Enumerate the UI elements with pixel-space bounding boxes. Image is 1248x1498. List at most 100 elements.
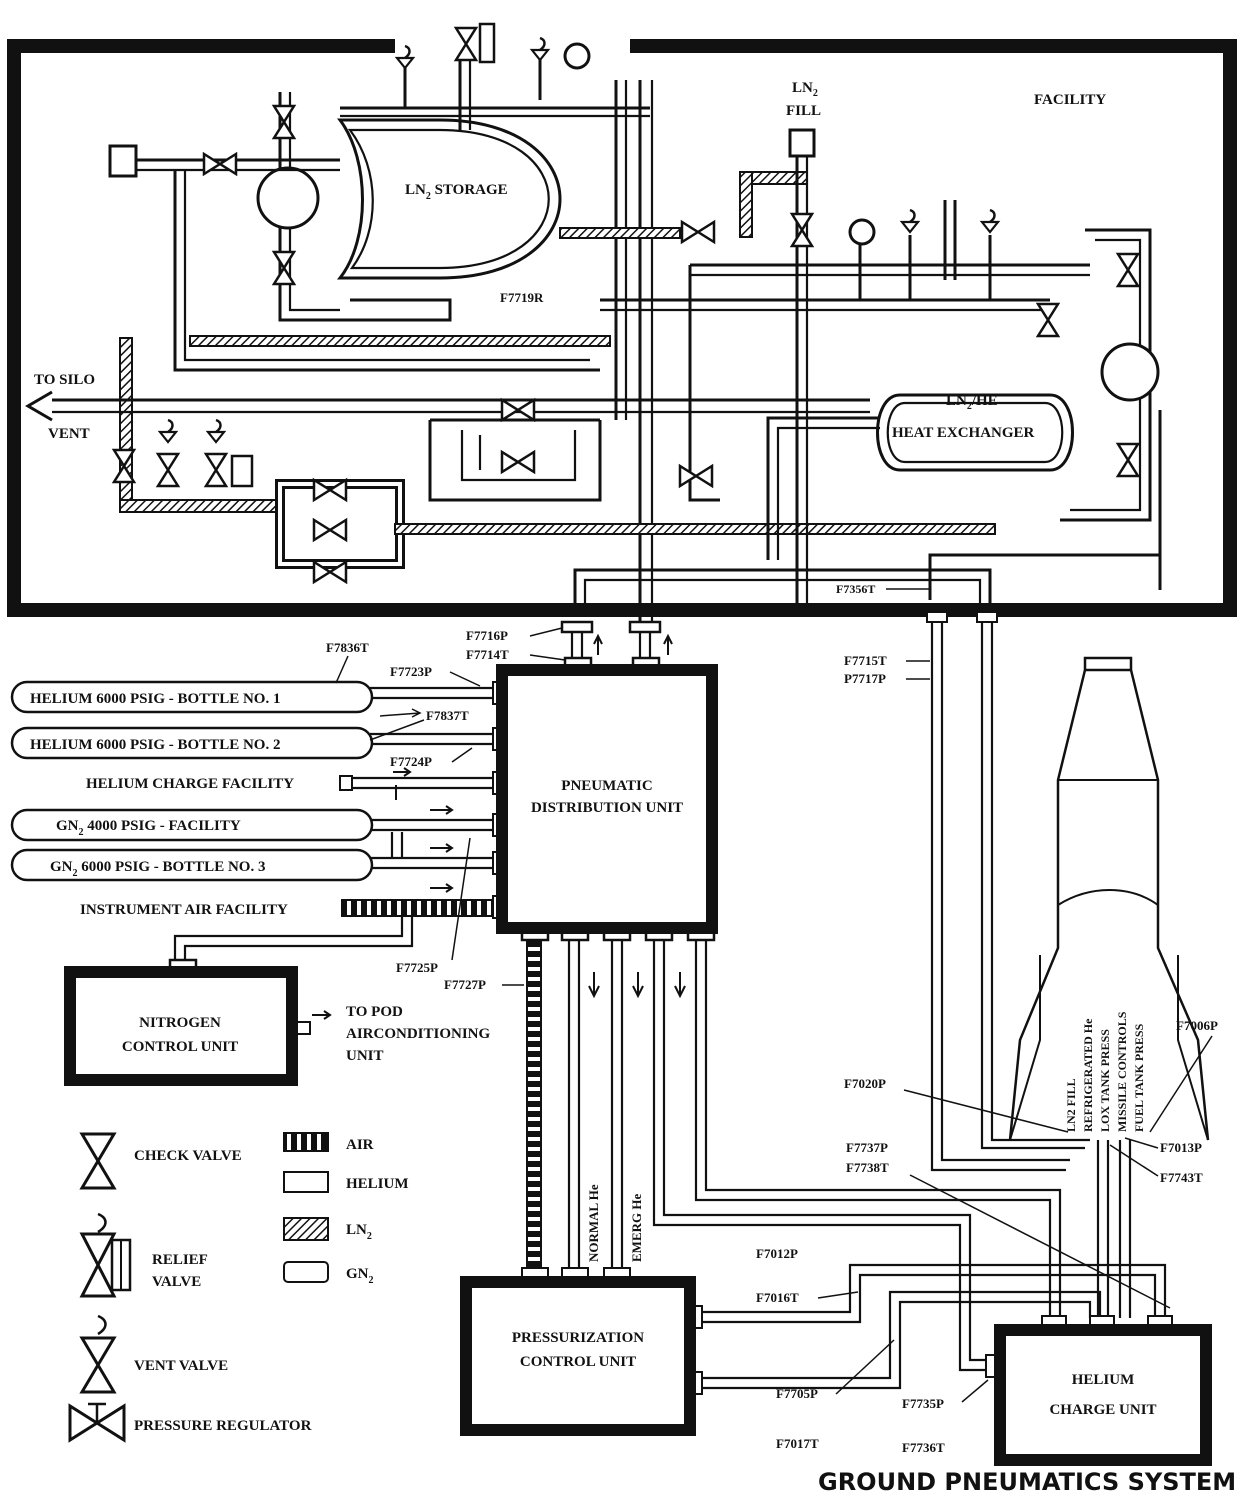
source-helium-bottle-2: HELIUM 6000 PSIG - BOTTLE NO. 2 xyxy=(10,726,374,760)
vent-valve-icon xyxy=(158,418,178,444)
check-valve-icon xyxy=(156,452,180,488)
pneumatic-distribution-unit: PNEUMATIC DISTRIBUTION UNIT xyxy=(496,664,718,934)
nitrogen-control-unit: NITROGEN CONTROL UNIT xyxy=(64,966,298,1086)
svg-text:AIR: AIR xyxy=(346,1137,374,1153)
to-silo-label: TO SILO xyxy=(34,372,95,388)
source-gn2-facility: GN2 4000 PSIG - FACILITY xyxy=(10,808,374,842)
source-instrument-air: INSTRUMENT AIR FACILITY xyxy=(80,902,288,918)
facility-valves xyxy=(112,22,1140,584)
relief-valve-icon xyxy=(454,26,478,62)
legend: CHECK VALVE RELIEF VALVE VENT VALVE PRES… xyxy=(68,1132,409,1443)
svg-text:REFRIGERATED He: REFRIGERATED He xyxy=(1081,1018,1095,1132)
source-helium-charge-facility: HELIUM CHARGE FACILITY xyxy=(86,775,353,792)
svg-text:CHECK VALVE: CHECK VALVE xyxy=(134,1148,242,1164)
svg-text:PRESSURE REGULATOR: PRESSURE REGULATOR xyxy=(134,1418,312,1434)
svg-text:AIRCONDITIONING: AIRCONDITIONING xyxy=(346,1026,491,1042)
svg-text:CHARGE UNIT: CHARGE UNIT xyxy=(1049,1402,1156,1418)
tag-F7012P: F7012P xyxy=(756,1246,798,1261)
tag-F7743T: F7743T xyxy=(1160,1170,1203,1185)
pressure-regulator-icon xyxy=(312,518,348,542)
tag-F7719R: F7719R xyxy=(500,290,544,305)
svg-text:VALVE: VALVE xyxy=(152,1274,201,1290)
svg-text:HELIUM 6000 PSIG - BOTTLE NO.: HELIUM 6000 PSIG - BOTTLE NO. 2 xyxy=(30,737,280,753)
legend-gn2: GN2 xyxy=(283,1261,374,1286)
legend-vent-valve: VENT VALVE xyxy=(79,1314,228,1394)
svg-text:HELIUM 6000 PSIG - BOTTLE NO.: HELIUM 6000 PSIG - BOTTLE NO. 1 xyxy=(30,691,280,707)
svg-text:GN2 4000 PSIG - FACILITY: GN2 4000 PSIG - FACILITY xyxy=(56,818,241,838)
tag-F7724P: F7724P xyxy=(390,754,432,769)
legend-air: AIR xyxy=(283,1132,374,1153)
check-valve-icon xyxy=(678,464,714,488)
svg-text:PRESSURIZATION: PRESSURIZATION xyxy=(512,1330,644,1346)
facility-piping xyxy=(25,42,1162,630)
svg-text:LN2 FILL: LN2 FILL xyxy=(1064,1078,1078,1132)
check-valve-icon xyxy=(79,1132,117,1190)
missile-line-labels: LN2 FILL REFRIGERATED He LOX TANK PRESS … xyxy=(1064,1011,1146,1132)
check-valve-icon xyxy=(500,398,536,422)
check-valve-icon xyxy=(1116,252,1140,288)
vent-valve-icon xyxy=(980,208,1000,234)
heat-exchanger-label: LN2/HE HEAT EXCHANGER xyxy=(892,393,1035,441)
check-valve-icon xyxy=(204,452,228,488)
tag-F7356T: F7356T xyxy=(836,582,875,596)
tag-F7715T: F7715T xyxy=(844,653,887,668)
tag-F7016T: F7016T xyxy=(756,1290,799,1305)
svg-text:CONTROL UNIT: CONTROL UNIT xyxy=(520,1354,636,1370)
diagram-title: GROUND PNEUMATICS SYSTEM xyxy=(818,1468,1236,1496)
tag-F7737P: F7737P xyxy=(846,1140,888,1155)
tag-F7716P: F7716P xyxy=(466,628,508,643)
svg-text:PNEUMATIC: PNEUMATIC xyxy=(561,778,652,794)
facility-frame xyxy=(7,39,1237,617)
check-valve-icon xyxy=(790,212,814,248)
vent-valve-icon xyxy=(206,418,226,444)
svg-text:UNIT: UNIT xyxy=(346,1048,384,1064)
svg-text:GN2 6000 PSIG - BOTTLE NO. 3: GN2 6000 PSIG - BOTTLE NO. 3 xyxy=(50,859,265,879)
pod-label: TO POD AIRCONDITIONING UNIT xyxy=(346,1004,491,1064)
vent-valve-icon xyxy=(79,1336,117,1394)
legend-check-valve: CHECK VALVE xyxy=(79,1132,242,1190)
tag-F7727P: F7727P xyxy=(444,977,486,992)
facility-label: FACILITY xyxy=(1034,92,1106,108)
legend-relief-valve: RELIEF VALVE xyxy=(79,1212,208,1298)
tag-F7020P: F7020P xyxy=(844,1076,886,1091)
vent-valve-icon xyxy=(395,44,415,70)
tag-F7723P: F7723P xyxy=(390,664,432,679)
svg-text:FUEL TANK PRESS: FUEL TANK PRESS xyxy=(1132,1023,1146,1132)
tag-F7837T: F7837T xyxy=(426,708,469,723)
svg-text:HEAT EXCHANGER: HEAT EXCHANGER xyxy=(892,425,1035,441)
tag-F7735P: F7735P xyxy=(902,1396,944,1411)
helium-charge-unit: HELIUM CHARGE UNIT xyxy=(994,1324,1212,1466)
tag-F7013P: F7013P xyxy=(1160,1140,1202,1155)
ln2-fill-label: LN2 FILL xyxy=(786,80,821,119)
source-gn2-bottle-3: GN2 6000 PSIG - BOTTLE NO. 3 xyxy=(10,848,374,882)
svg-text:DISTRIBUTION UNIT: DISTRIBUTION UNIT xyxy=(531,800,683,816)
tag-labels: F7716P F7714T F7836T F7723P F7837T F7724… xyxy=(326,627,1218,1455)
check-valve-icon xyxy=(680,220,716,244)
svg-text:FILL: FILL xyxy=(786,103,821,119)
svg-text:VENT VALVE: VENT VALVE xyxy=(134,1358,228,1374)
source-helium-bottle-1: HELIUM 6000 PSIG - BOTTLE NO. 1 xyxy=(10,680,374,714)
tag-P7717P: P7717P xyxy=(844,671,886,686)
check-valve-icon xyxy=(1116,442,1140,478)
svg-text:LN2: LN2 xyxy=(792,80,818,99)
legend-ln2: LN2 xyxy=(283,1217,372,1242)
svg-text:LOX TANK PRESS: LOX TANK PRESS xyxy=(1098,1029,1112,1132)
tag-F7736T: F7736T xyxy=(902,1440,945,1455)
emerg-he-label: EMERG He xyxy=(629,1194,644,1262)
svg-text:HELIUM: HELIUM xyxy=(346,1176,409,1192)
vent-label: VENT xyxy=(48,426,90,442)
tag-F7836T: F7836T xyxy=(326,640,369,655)
vent-valve-icon xyxy=(530,36,550,62)
normal-he-label: NORMAL He xyxy=(586,1184,601,1262)
tag-F7714T: F7714T xyxy=(466,647,509,662)
legend-pressure-regulator: PRESSURE REGULATOR xyxy=(68,1402,312,1443)
vent-valve-icon xyxy=(900,208,920,234)
relief-valve-icon xyxy=(79,1232,117,1298)
svg-text:CONTROL UNIT: CONTROL UNIT xyxy=(122,1039,238,1055)
ln2-storage-label: LN2 STORAGE xyxy=(405,182,508,202)
tag-F7738T: F7738T xyxy=(846,1160,889,1175)
svg-text:HELIUM: HELIUM xyxy=(1072,1372,1135,1388)
check-valve-icon xyxy=(500,450,536,474)
svg-text:RELIEF: RELIEF xyxy=(152,1252,208,1268)
